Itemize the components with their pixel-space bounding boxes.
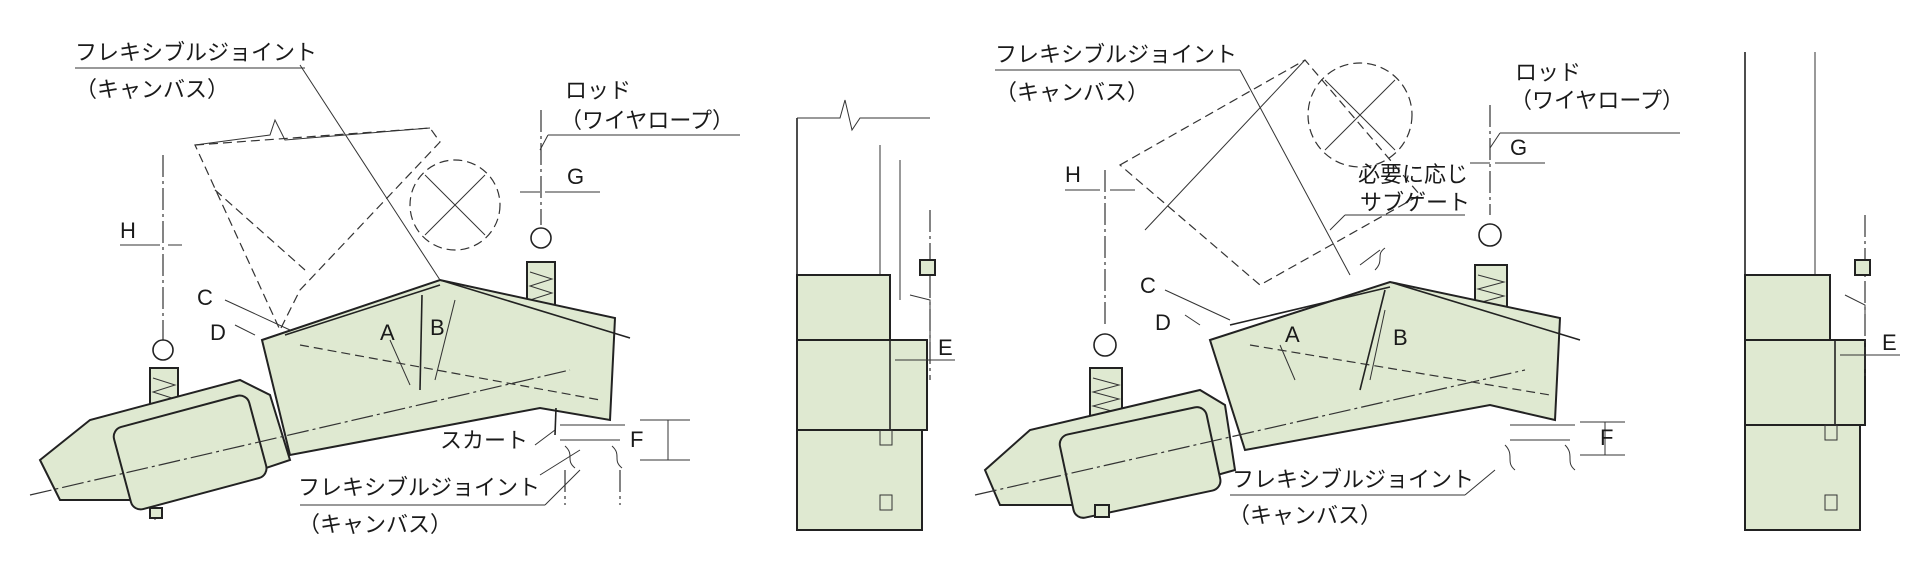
flex-joint-label-bottom-right: フレキシブルジョイント (1232, 468, 1474, 493)
dim-c-right: C (1140, 273, 1156, 298)
dim-a-right: A (1285, 322, 1300, 347)
flex-joint-sub-top-left: （キャンバス） (75, 78, 229, 103)
rod-sub-left: （ワイヤロープ） (560, 109, 734, 134)
right-main-view (974, 59, 1680, 519)
dim-h-left: H (120, 218, 136, 243)
dim-f-right: F (1600, 425, 1613, 450)
dim-f-left: F (630, 427, 643, 452)
dim-e-left: E (938, 335, 953, 360)
rod-label-right: ロッド (1515, 61, 1581, 86)
rod-sub-right: （ワイヤロープ） (1510, 89, 1684, 114)
dim-h-right: H (1065, 162, 1081, 187)
flex-joint-label-top-left: フレキシブルジョイント (75, 41, 317, 66)
skirt-label: スカート (440, 429, 528, 454)
flex-joint-sub-top-right: （キャンバス） (995, 81, 1149, 106)
flex-joint-label-top-right: フレキシブルジョイント (995, 43, 1237, 68)
dim-g-right: G (1510, 135, 1527, 160)
dim-d-right: D (1155, 310, 1171, 335)
dim-d-left: D (210, 320, 226, 345)
sub-gate-note: 必要に応じ (1358, 163, 1468, 188)
dim-b-left: B (430, 315, 445, 340)
flex-joint-label-bottom-left: フレキシブルジョイント (298, 476, 540, 501)
left-main-view (29, 64, 740, 520)
dim-c-left: C (197, 285, 213, 310)
dim-e-right: E (1882, 330, 1897, 355)
left-side-view (796, 99, 955, 531)
dim-b-right: B (1393, 325, 1408, 350)
flex-joint-sub-bottom-right: （キャンバス） (1228, 504, 1382, 529)
dim-g-left: G (567, 164, 584, 189)
rod-label-left: ロッド (565, 79, 631, 104)
dim-a-left: A (380, 320, 395, 345)
flex-joint-sub-bottom-left: （キャンバス） (298, 513, 452, 538)
sub-gate-label: サブゲート (1360, 191, 1470, 216)
right-side-view (1744, 52, 1900, 531)
